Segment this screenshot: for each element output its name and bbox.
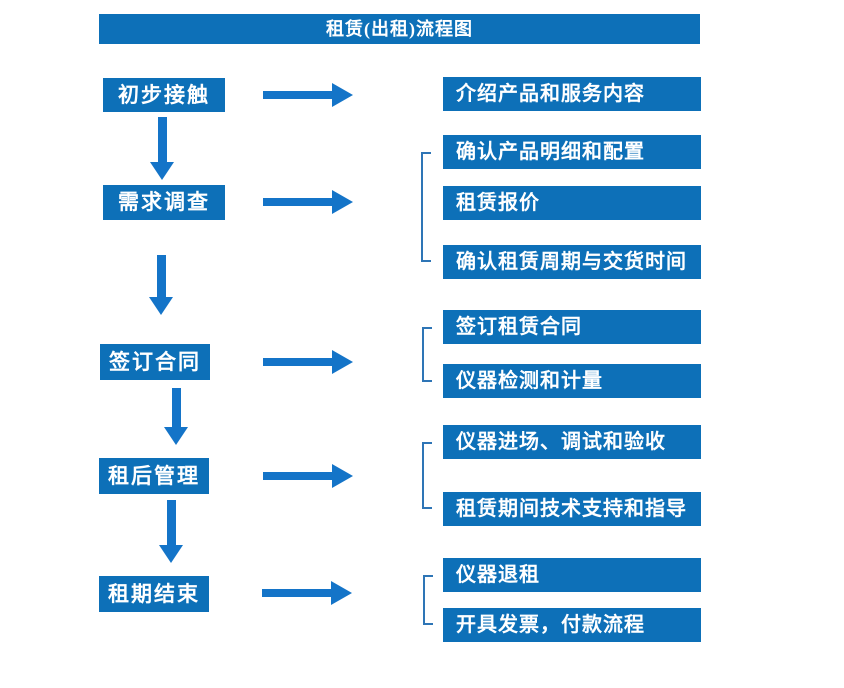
detail-box-instrument-testing: 仪器检测和计量 bbox=[443, 364, 701, 398]
group-bracket bbox=[422, 442, 432, 509]
detail-box-instrument-return: 仪器退租 bbox=[443, 558, 701, 592]
down-arrow-head bbox=[159, 545, 183, 563]
detail-box-confirm-rental-period: 确认租赁周期与交货时间 bbox=[443, 245, 701, 279]
step-box-sign-contract: 签订合同 bbox=[100, 344, 210, 380]
right-arrow-head bbox=[332, 83, 353, 107]
group-bracket bbox=[422, 327, 432, 382]
down-arrow-shaft bbox=[166, 500, 176, 545]
right-arrow-head bbox=[332, 190, 353, 214]
group-bracket bbox=[423, 575, 433, 625]
step-box-post-rental-management: 租后管理 bbox=[99, 458, 209, 494]
right-arrow-icon bbox=[263, 190, 353, 214]
down-arrow-shaft bbox=[171, 388, 181, 427]
detail-box-invoice-payment: 开具发票，付款流程 bbox=[443, 608, 701, 642]
step-box-initial-contact: 初步接触 bbox=[103, 78, 225, 112]
detail-box-rental-quotation: 租赁报价 bbox=[443, 186, 701, 220]
step-box-demand-survey: 需求调查 bbox=[103, 185, 225, 220]
group-bracket bbox=[421, 152, 431, 262]
right-arrow-icon bbox=[263, 83, 353, 107]
right-arrow-icon bbox=[263, 350, 353, 374]
detail-box-technical-support: 租赁期间技术支持和指导 bbox=[443, 492, 701, 526]
right-arrow-icon bbox=[263, 464, 353, 488]
right-arrow-shaft bbox=[263, 472, 333, 480]
right-arrow-shaft bbox=[262, 589, 332, 597]
down-arrow-icon bbox=[159, 500, 183, 563]
right-arrow-icon bbox=[262, 581, 352, 605]
detail-box-instrument-setup-acceptance: 仪器进场、调试和验收 bbox=[443, 425, 701, 459]
right-arrow-shaft bbox=[263, 91, 333, 99]
down-arrow-head bbox=[164, 427, 188, 445]
detail-box-introduce-products: 介绍产品和服务内容 bbox=[443, 77, 701, 111]
down-arrow-shaft bbox=[156, 255, 166, 297]
right-arrow-head bbox=[331, 581, 352, 605]
down-arrow-icon bbox=[150, 117, 174, 180]
detail-box-sign-rental-contract: 签订租赁合同 bbox=[443, 310, 701, 344]
flowchart-title: 租赁(出租)流程图 bbox=[99, 14, 700, 44]
down-arrow-icon bbox=[149, 255, 173, 315]
detail-box-confirm-product-details: 确认产品明细和配置 bbox=[443, 135, 701, 169]
down-arrow-head bbox=[149, 297, 173, 315]
down-arrow-head bbox=[150, 162, 174, 180]
right-arrow-head bbox=[332, 350, 353, 374]
right-arrow-shaft bbox=[263, 198, 333, 206]
down-arrow-icon bbox=[164, 388, 188, 445]
right-arrow-head bbox=[332, 464, 353, 488]
down-arrow-shaft bbox=[157, 117, 167, 162]
step-box-rental-end: 租期结束 bbox=[99, 576, 209, 612]
right-arrow-shaft bbox=[263, 358, 333, 366]
